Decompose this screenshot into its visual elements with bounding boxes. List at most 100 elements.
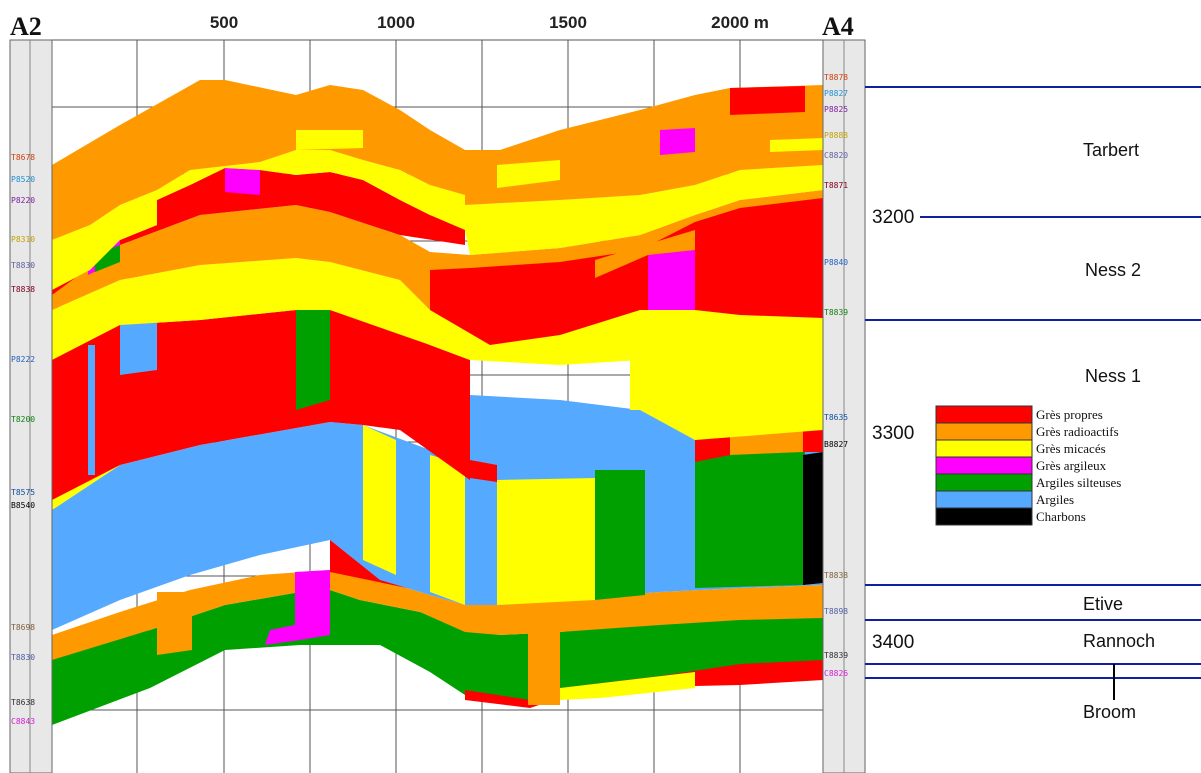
log-tag: T8871 (824, 181, 848, 190)
legend-label: Grès radioactifs (1036, 424, 1119, 439)
lithology-layers (52, 80, 823, 725)
well-log-right: T8878P8827P8825P8888C8820T8871P8840T8839… (822, 39, 866, 773)
layer-gres-radioactifs-ness2-band (52, 190, 823, 310)
layer-gres-radioactifs-tarbert (52, 80, 823, 240)
zone-label-tarbert: Tarbert (1083, 140, 1140, 160)
layer-gres-radioactifs-etive (52, 570, 823, 660)
layer-argiles-silteuses-strip (595, 470, 645, 600)
layer-gres-propres-ness2 (430, 195, 823, 345)
legend-swatch (935, 439, 1033, 458)
log-tag: B8540 (11, 501, 35, 510)
distance-tick-label: 500 (210, 13, 238, 32)
log-tags-a4: T8878P8827P8825P8888C8820T8871P8840T8839… (824, 73, 848, 678)
log-tag: T8838 (11, 285, 35, 294)
layer-charbons (803, 452, 823, 585)
layer-gres-radioactifs-small (730, 430, 803, 455)
layer-gres-propres-small (695, 435, 730, 462)
log-tag: T8698 (11, 623, 35, 632)
log-tag: P8840 (824, 258, 848, 267)
depth-label: 3200 (872, 207, 915, 228)
zone-label-rannoch: Rannoch (1083, 631, 1156, 651)
layer-gres-argileux-ness2 (648, 250, 695, 310)
log-tag: P8827 (824, 89, 848, 98)
legend-label: Grès micacés (1036, 441, 1106, 456)
layer-gres-argileux-tarbert (225, 168, 260, 195)
layer-gres-argileux-lower (265, 570, 330, 645)
legend-label: Argiles (1036, 492, 1074, 507)
log-tag: T8635 (824, 413, 848, 422)
distance-tick-label: 2000 m (711, 13, 769, 32)
distance-axis: 500 1000 1500 2000 m (210, 13, 769, 32)
layer-gres-propres-top (730, 86, 805, 115)
zone-label-ness2: Ness 2 (1085, 260, 1142, 280)
legend-label: Charbons (1036, 509, 1086, 524)
layer-gres-micaces-strip (497, 478, 595, 605)
log-tag: T8638 (11, 698, 35, 707)
layer-argiles-silteuses-lower (52, 590, 823, 725)
depth-label: 3300 (872, 423, 915, 444)
legend-swatch (935, 422, 1033, 441)
log-column-a2 (9, 39, 53, 773)
log-tag: T8830 (11, 653, 35, 662)
zone-label-etive: Etive (1083, 594, 1124, 614)
log-tag: P8220 (11, 196, 35, 205)
layer-gres-micaces-base (560, 672, 695, 700)
layer-gres-micaces-tarbert-right (465, 165, 823, 255)
layer-gres-radioactifs-insert (157, 592, 192, 655)
layer-gres-argileux-lens (660, 128, 695, 155)
layer-gres-micaces-lens (497, 160, 560, 188)
depth-label: 3400 (872, 632, 915, 653)
log-tag: T8878 (824, 73, 848, 82)
log-tag: T8898 (824, 607, 848, 616)
legend: Grès propres Grès radioactifs Grès micac… (935, 405, 1121, 526)
layer-gres-radioactifs-ness2 (595, 230, 695, 278)
layer-gres-micaces-lens (296, 130, 363, 150)
log-tag: T8575 (11, 488, 35, 497)
layer-gres-micaces-tarbert (52, 150, 465, 290)
log-tag: C8843 (11, 717, 35, 726)
zone-label-broom: Broom (1083, 702, 1137, 722)
layer-gres-radioactifs-insert (528, 605, 560, 705)
legend-swatch (935, 473, 1033, 492)
layer-gres-micaces-lens (530, 198, 595, 222)
log-tag: C8826 (824, 669, 848, 678)
log-tag: P8825 (824, 105, 848, 114)
log-tag: P8310 (11, 235, 35, 244)
layer-argiles-silteuses-tarbert (95, 245, 120, 272)
legend-swatch (935, 507, 1033, 526)
legend-label: Grès propres (1036, 407, 1103, 422)
log-tag: T8839 (824, 308, 848, 317)
layer-gres-micaces-strip (363, 425, 396, 575)
layer-gres-micaces-strip (430, 455, 465, 605)
distance-tick-label: 1500 (549, 13, 587, 32)
legend-label: Argiles silteuses (1036, 475, 1121, 490)
zone-boundaries (865, 86, 1201, 679)
distance-tick-label: 1000 (377, 13, 415, 32)
legend-swatch (935, 405, 1033, 424)
log-tag: T8200 (11, 415, 35, 424)
zone-label-ness1: Ness 1 (1085, 366, 1142, 386)
layer-gres-propres-small (470, 460, 497, 482)
log-tag: T8830 (11, 261, 35, 270)
well-name-right: A4 (822, 12, 854, 41)
well-name-left: A2 (10, 12, 42, 41)
layer-argiles-silteuses-strip (695, 450, 805, 588)
log-tag: T8839 (824, 651, 848, 660)
well-log-left: T8678P8520P8220P8310T8830T8838P8222T8200… (9, 39, 53, 773)
layer-argiles-silteuses-column (296, 308, 330, 410)
log-tag: C8820 (824, 151, 848, 160)
layer-gres-micaces-ness1-right (630, 360, 640, 410)
layer-gres-propres-small (803, 430, 823, 452)
log-tag: P8222 (11, 355, 35, 364)
log-tag: T8838 (824, 571, 848, 580)
layer-argiles-column (88, 345, 95, 475)
layer-gres-propres-tarbert (52, 168, 465, 295)
layer-gres-micaces-lens (770, 138, 823, 152)
log-tag: P8520 (11, 175, 35, 184)
legend-label: Grès argileux (1036, 458, 1107, 473)
log-tag: B8827 (824, 440, 848, 449)
legend-swatch (935, 490, 1033, 509)
log-tags-a2: T8678P8520P8220P8310T8830T8838P8222T8200… (11, 153, 35, 726)
log-tag: T8678 (11, 153, 35, 162)
